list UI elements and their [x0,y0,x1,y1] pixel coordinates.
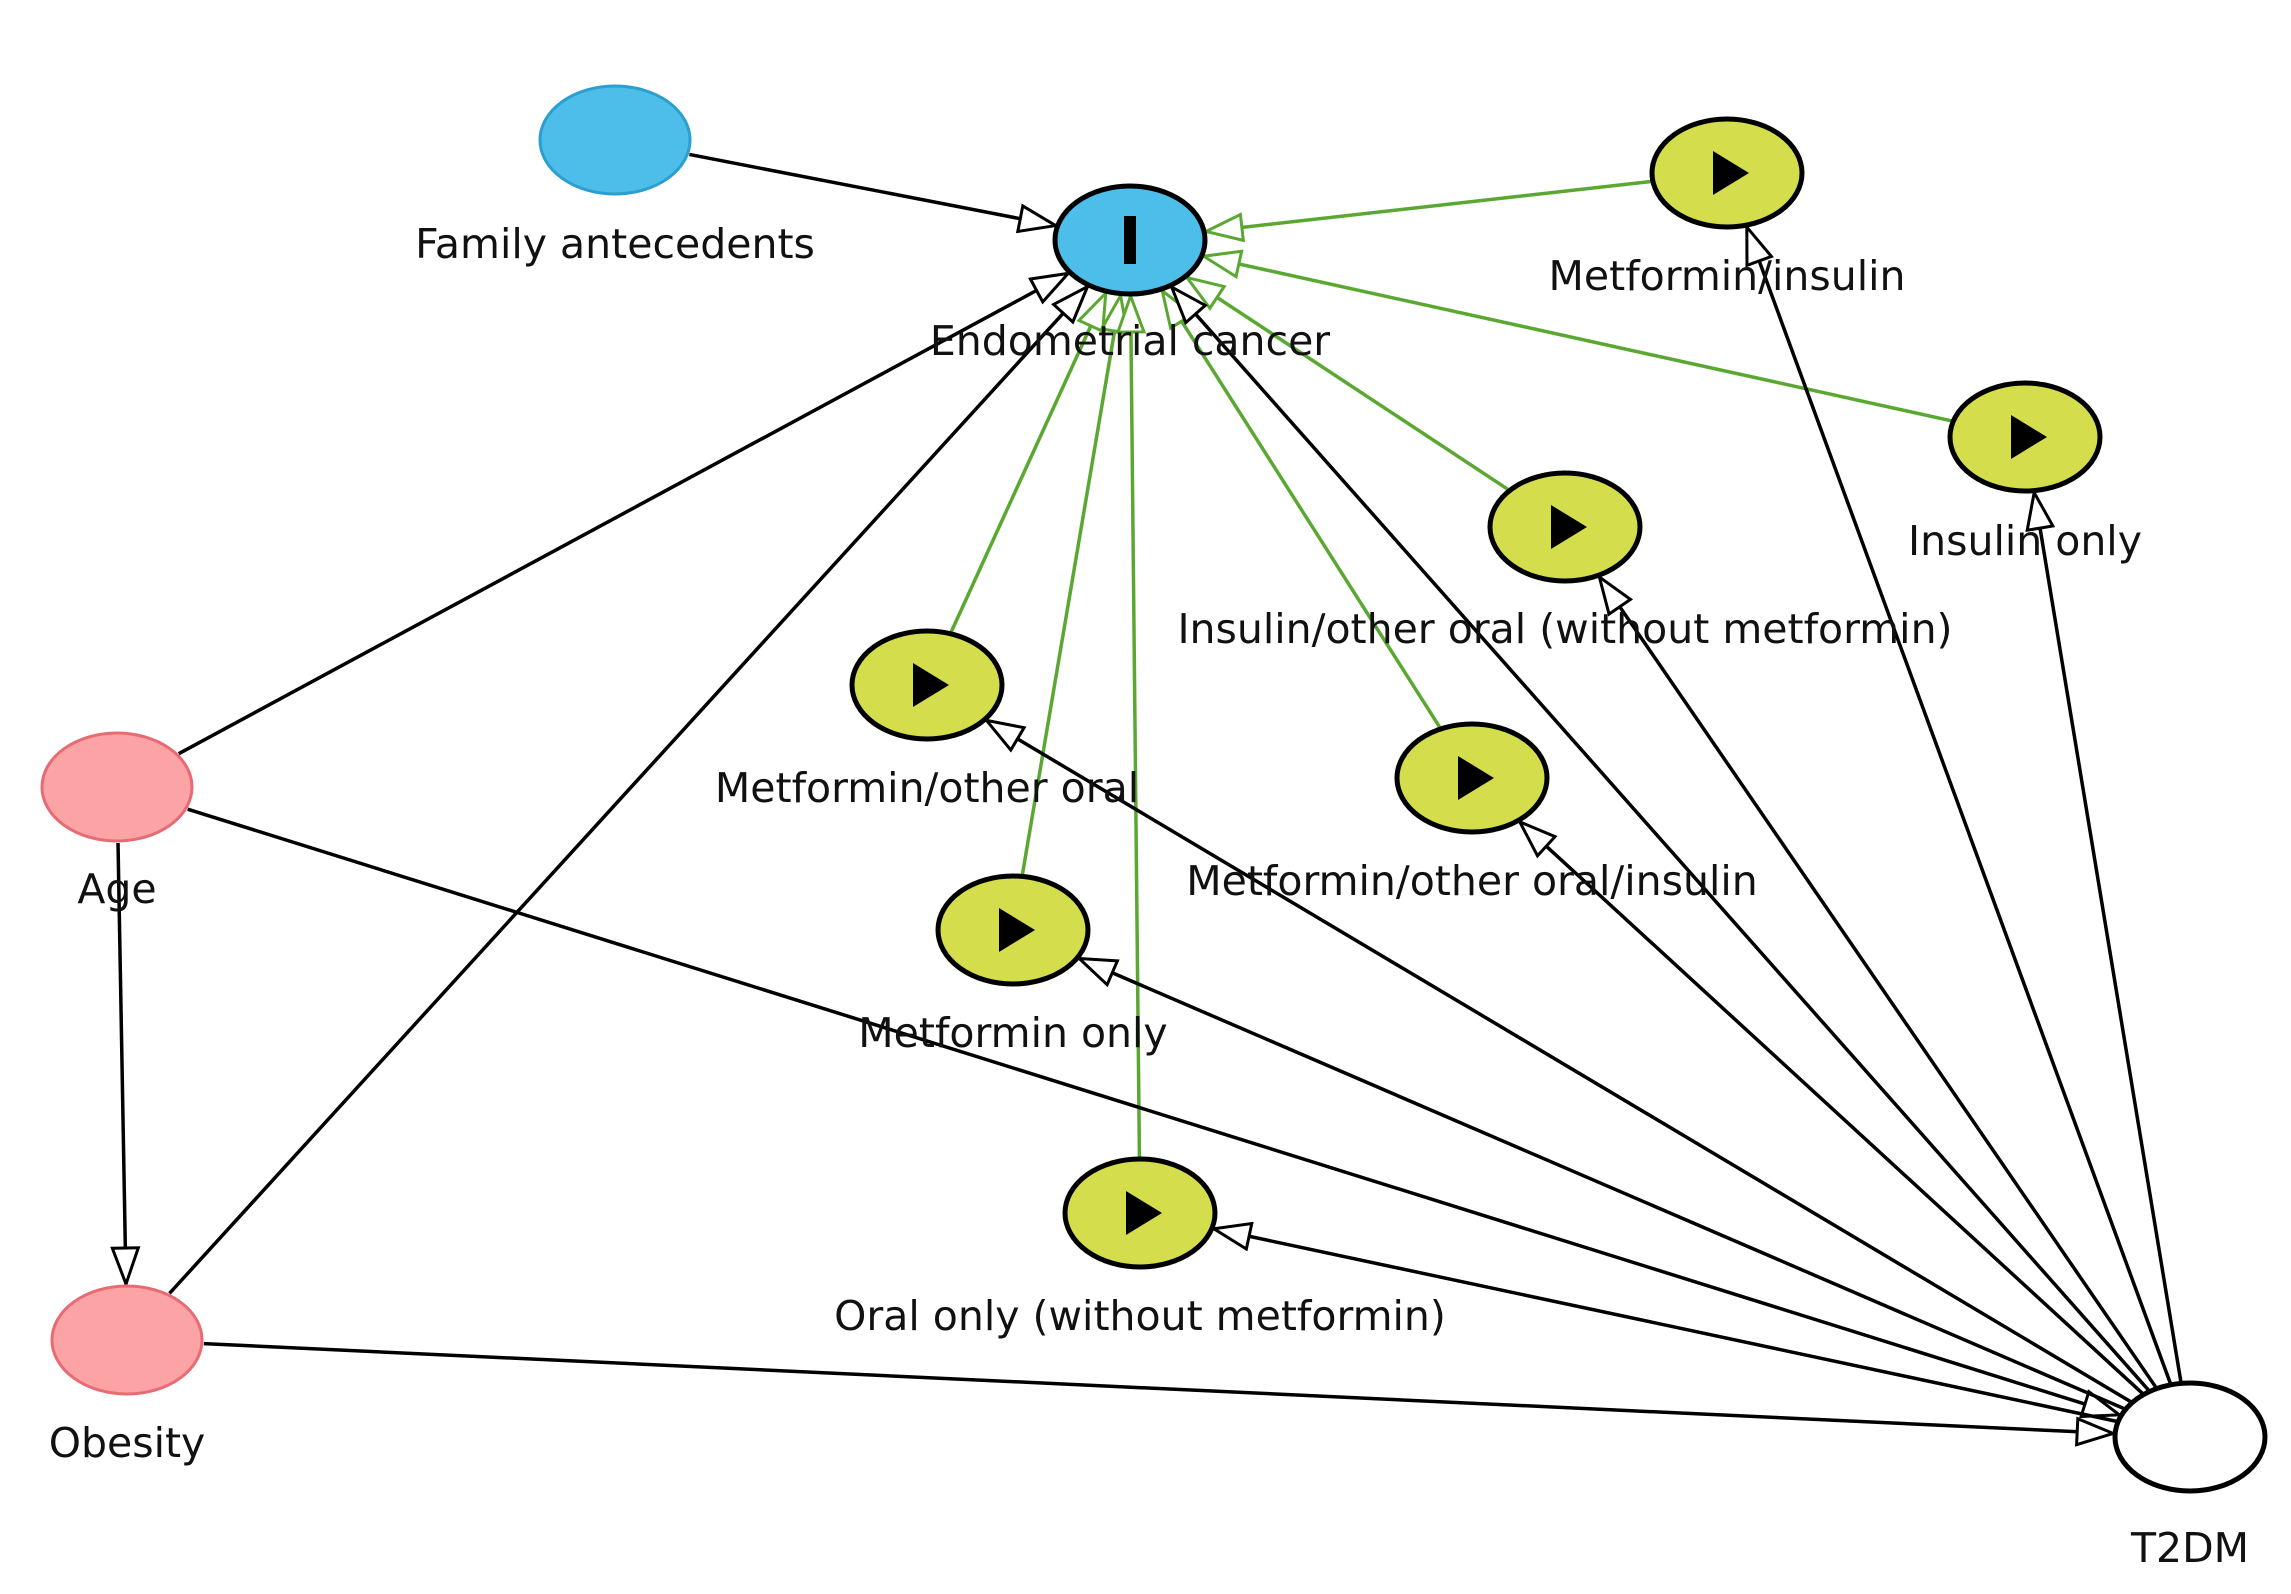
node-label: Oral only (without metformin) [834,1292,1446,1340]
edge-t2dm-to-met_other [987,720,2132,1404]
edge-t2dm-to-met_only [1079,959,2125,1411]
edge-met_ins-to-endo [1206,179,1652,232]
node-ellipse [2112,1380,2268,1494]
node-label: Insulin only [1908,517,2142,565]
edge-t2dm-to-ins_only [2034,493,2183,1382]
node-label: Metformin/insulin [1549,252,1906,300]
node-label: Metformin/other oral [715,764,1139,812]
edge-age-to-endo [177,273,1068,756]
edge-t2dm-to-ins_other [1599,577,2158,1388]
node-label: Endometrial cancer [930,317,1330,365]
edge-obesity-to-t2dm [203,1341,2113,1434]
node-label: Insulin/other oral (without metformin) [1177,605,1952,653]
node-ellipse [40,731,194,843]
node-oral-only[interactable]: Oral only (without metformin) [834,1156,1446,1340]
edge-met_other_ins-to-endo [1162,291,1442,729]
play-triangle-icon [1713,151,1749,195]
node-label: Metformin only [858,1009,1167,1057]
edge-age-to-obesity [118,842,126,1284]
play-triangle-icon [999,908,1035,952]
node-ellipse [538,84,692,196]
edge-oral_only-to-endo [1131,296,1140,1158]
node-t2dm[interactable]: T2DM [2112,1380,2268,1572]
node-label: Obesity [49,1419,206,1467]
play-triangle-icon [2011,415,2047,459]
node-met-other[interactable]: Metformin/other oral [715,628,1139,812]
edge-obesity-to-endo [168,287,1088,1295]
edge-ins_only-to-endo [1204,256,1952,423]
play-triangle-icon [1551,505,1587,549]
edge-ins_other-to-endo [1187,278,1509,491]
node-met-only[interactable]: Metformin only [858,873,1168,1057]
node-met-other-ins[interactable]: Metformin/other oral/insulin [1186,721,1758,905]
play-triangle-icon [1458,756,1494,800]
edges-layer [118,152,2183,1434]
edge-met_only-to-endo [1020,296,1120,875]
node-obesity[interactable]: Obesity [49,1284,206,1467]
node-label: Metformin/other oral/insulin [1186,857,1757,905]
outcome-bar-icon [1124,216,1136,264]
edge-age-to-t2dm [187,807,2120,1415]
edge-t2dm-to-oral_only [1214,1229,2117,1423]
edge-t2dm-to-met_ins [1745,227,2172,1384]
edge-met_other-to-endo [949,293,1106,633]
node-ins-only[interactable]: Insulin only [1908,380,2142,565]
edge-family-to-endo [689,152,1055,225]
node-label: T2DM [2130,1524,2249,1572]
node-endo[interactable]: Endometrial cancer [930,183,1330,365]
node-ellipse [50,1284,204,1396]
edge-t2dm-to-met_other_ins [1520,822,2144,1395]
node-met-ins[interactable]: Metformin/insulin [1549,116,1906,300]
node-label: Age [77,865,156,913]
node-ins-other[interactable]: Insulin/other oral (without metformin) [1177,470,1953,653]
edge-t2dm-to-endo [1172,287,2150,1392]
node-age[interactable]: Age [40,731,194,913]
play-triangle-icon [1126,1191,1162,1235]
node-family[interactable]: Family antecedents [415,84,815,268]
node-label: Family antecedents [415,220,815,268]
play-triangle-icon [913,663,949,707]
